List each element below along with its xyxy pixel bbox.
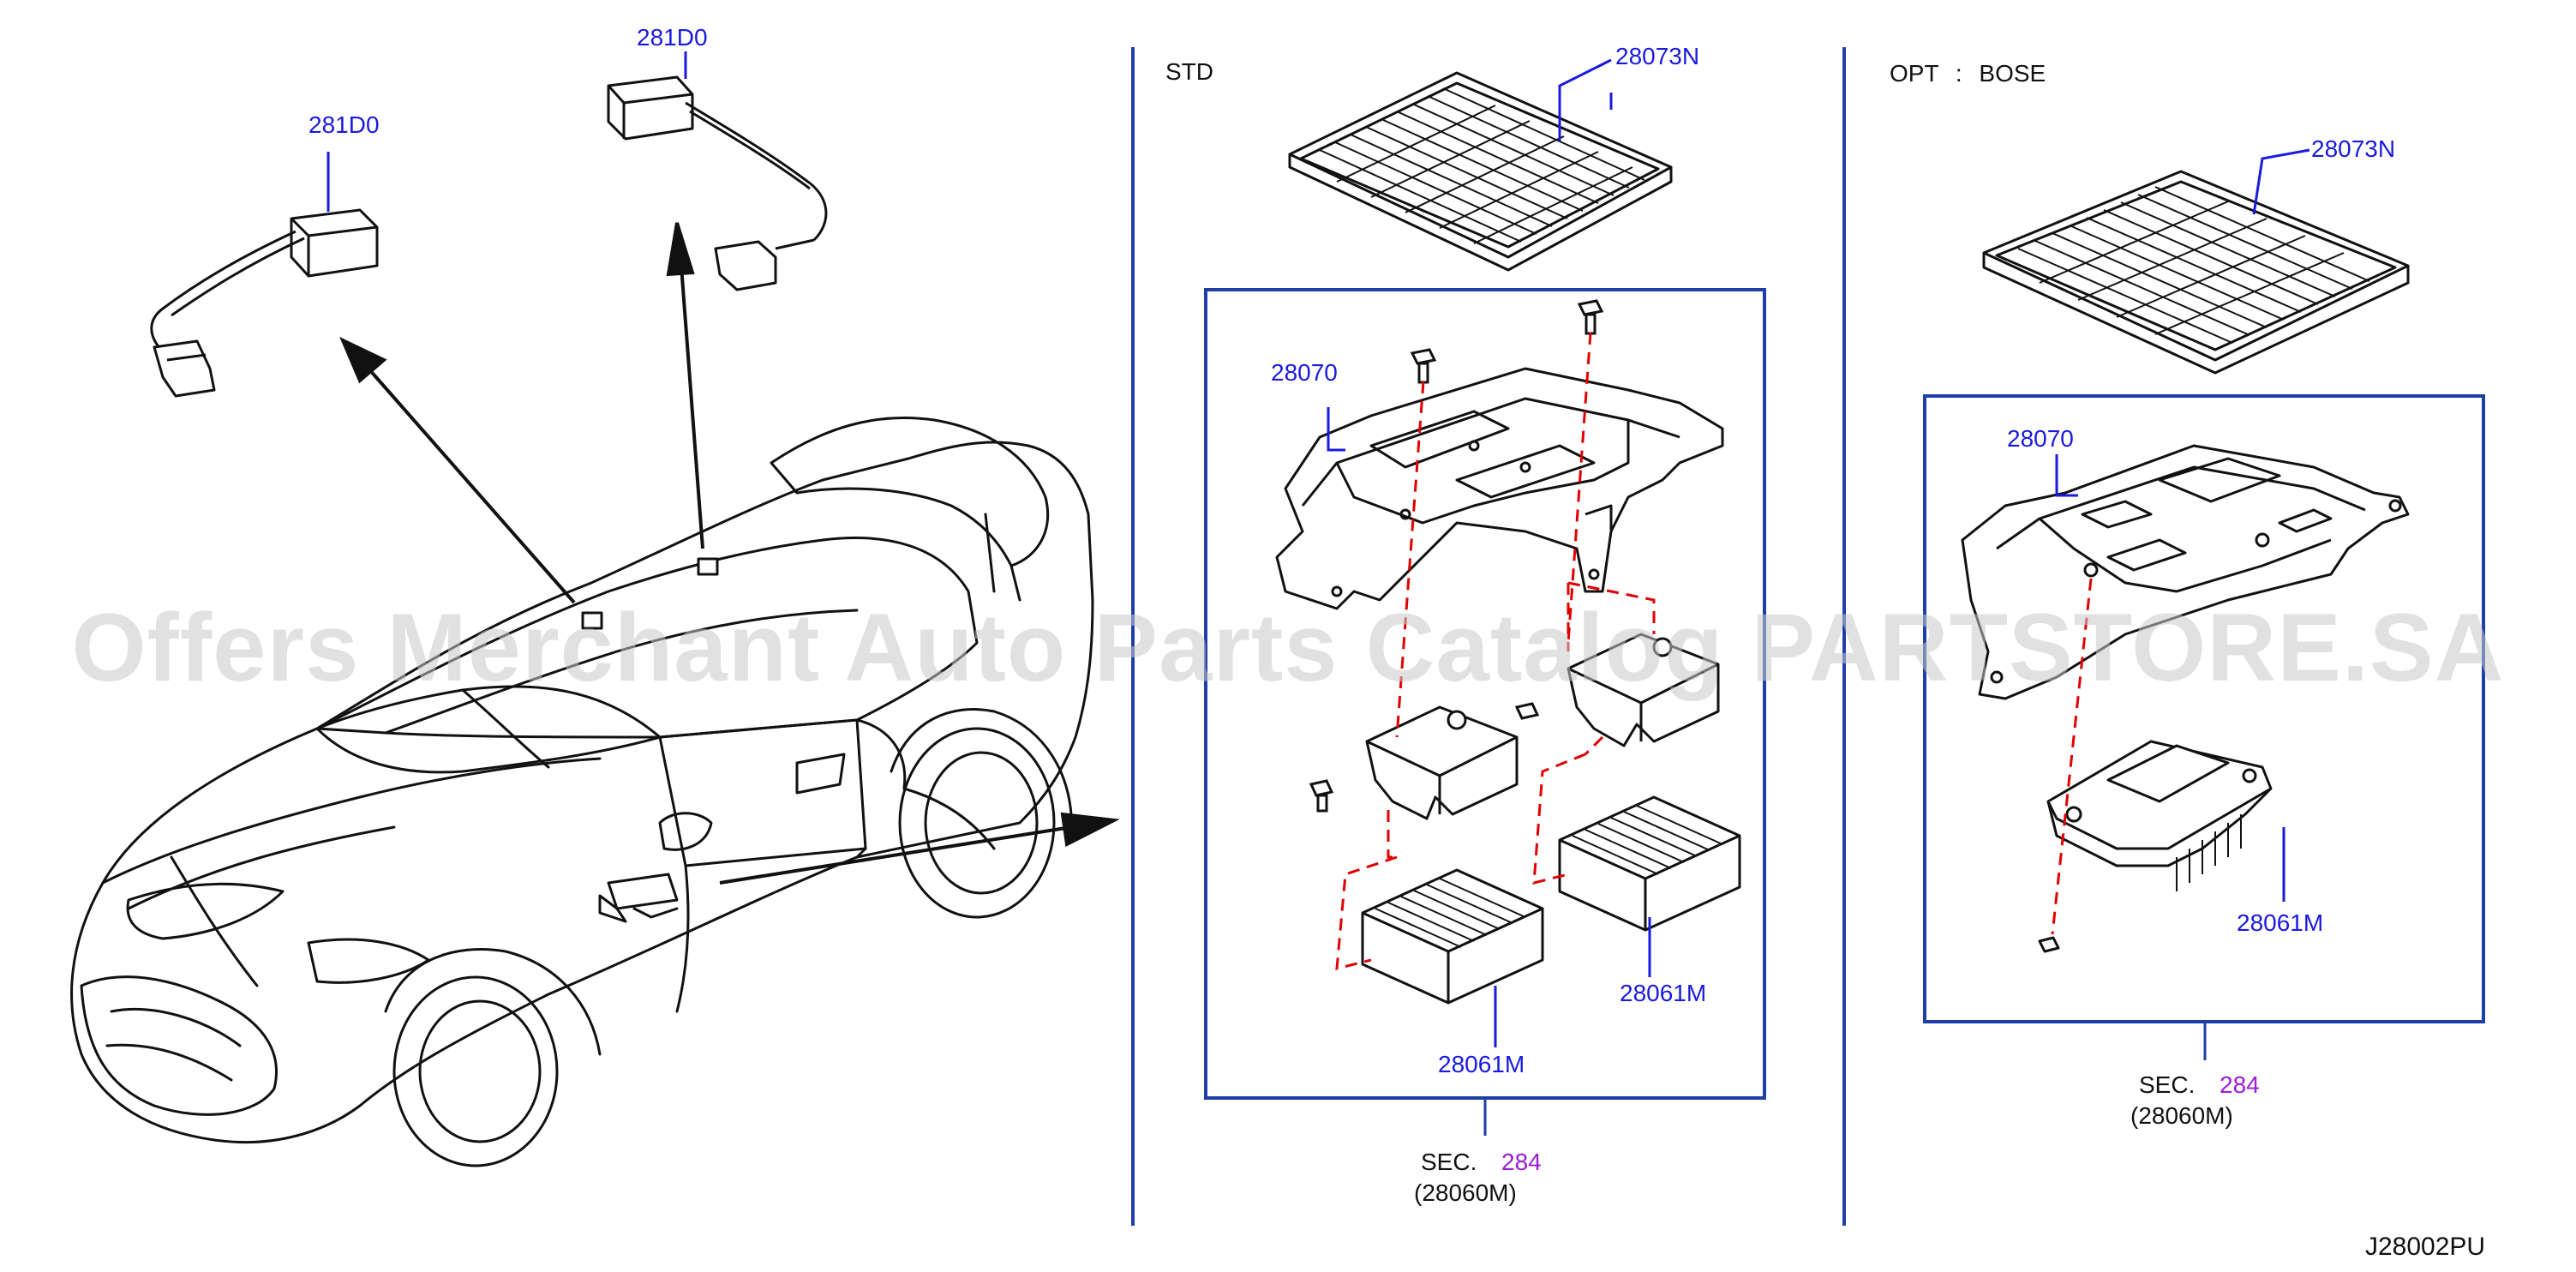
antenna-module-top — [607, 75, 828, 291]
opt-title: OPT : BOSE — [1890, 60, 2046, 87]
opt-bracket — [1961, 444, 2410, 700]
label-std-amp-2[interactable]: 28061M — [1620, 980, 1707, 1006]
std-grille — [1288, 71, 1673, 272]
label-opt-grille[interactable]: 28073N — [2311, 135, 2396, 162]
std-sec-prefix: SEC. — [1421, 1149, 1477, 1175]
std-sec-link[interactable]: 284 — [1501, 1149, 1542, 1175]
car-illustration — [70, 417, 1094, 1167]
std-amp-brackets — [1365, 633, 1720, 820]
opt-sec-link[interactable]: 284 — [2220, 1071, 2260, 1098]
label-std-bracket[interactable]: 28070 — [1271, 359, 1338, 386]
label-opt-bracket[interactable]: 28070 — [2007, 425, 2074, 452]
label-opt-amp[interactable]: 28061M — [2237, 909, 2324, 936]
opt-sec-prefix: SEC. — [2139, 1071, 2196, 1098]
antenna-module-left — [150, 208, 379, 398]
std-dashed-lines — [1335, 332, 1656, 970]
std-sec-sub: (28060M) — [1414, 1179, 1517, 1206]
std-bolts — [1309, 299, 1604, 813]
opt-sec-sub: (28060M) — [2130, 1102, 2233, 1129]
leader-std-bracket — [1327, 407, 1345, 452]
label-281d0-top[interactable]: 281D0 — [637, 24, 708, 51]
opt-amplifier — [2038, 740, 2273, 953]
watermark: Offers Merchant Auto Parts Catalog PARTS… — [71, 594, 2505, 701]
leader-std-grille — [1558, 58, 1612, 141]
std-amplifiers — [1361, 795, 1741, 1005]
label-std-amp-1[interactable]: 28061M — [1438, 1051, 1525, 1077]
leader-opt-bracket — [2055, 454, 2078, 497]
leader-opt-grille — [2252, 148, 2310, 215]
std-bracket — [1275, 367, 1724, 610]
diagram-code: J28002PU — [2365, 1233, 2486, 1261]
label-std-grille[interactable]: 28073N — [1615, 43, 1700, 69]
leader-arrows — [339, 222, 1120, 885]
opt-grille — [1982, 170, 2410, 375]
label-281d0-left[interactable]: 281D0 — [309, 111, 380, 138]
std-title: STD — [1165, 58, 1213, 85]
opt-dashed-lines — [2051, 578, 2093, 935]
